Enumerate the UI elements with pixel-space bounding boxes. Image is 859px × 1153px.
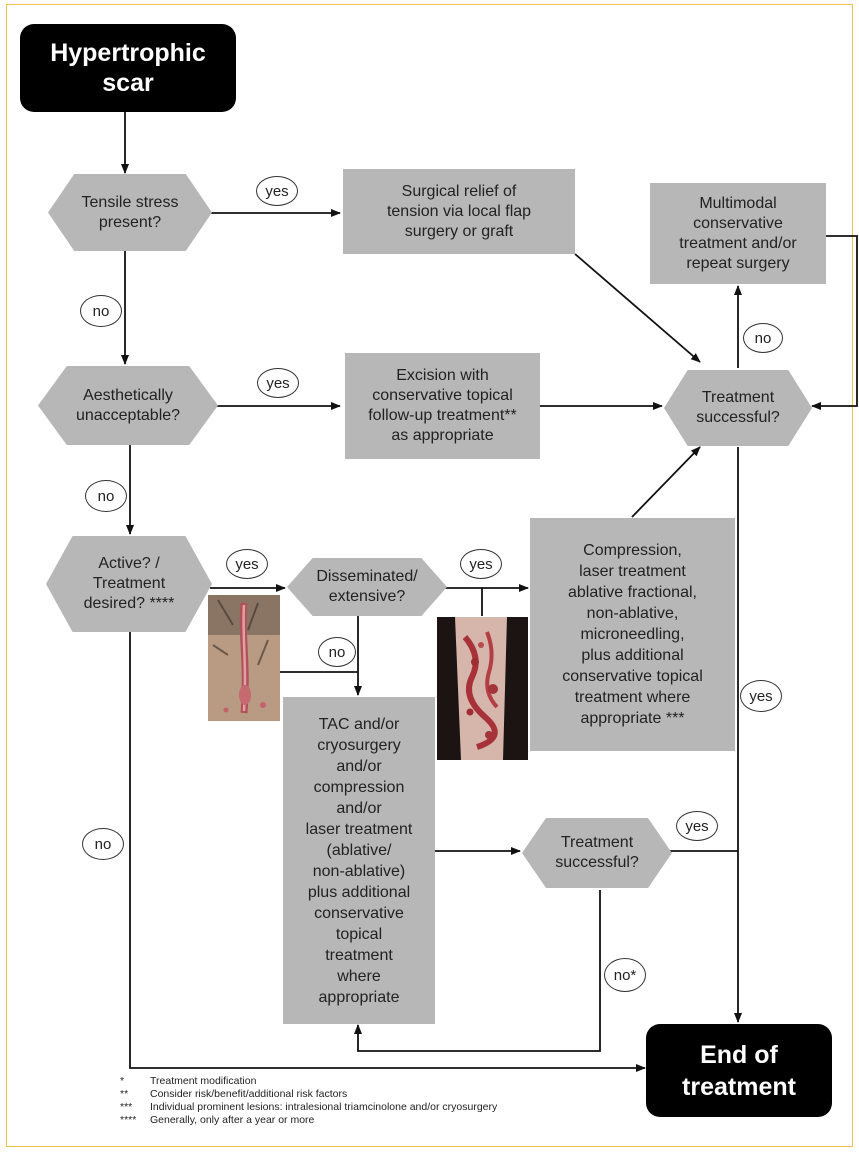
footnote-3: ***Individual prominent lesions: intrale… bbox=[120, 1101, 498, 1113]
scar-photo-chest bbox=[208, 595, 280, 721]
disseminated-decision: Disseminated/ extensive? bbox=[287, 558, 447, 616]
start-node: Hypertrophic scar bbox=[20, 24, 236, 112]
yes-label-aesthetic: yes bbox=[257, 368, 299, 398]
no-label-disseminated: no bbox=[318, 637, 356, 667]
footnote-1: *Treatment modification bbox=[120, 1075, 257, 1087]
multimodal-box: Multimodal conservative treatment and/or… bbox=[650, 183, 826, 284]
yes-label-success2: yes bbox=[676, 811, 718, 841]
no-label-active: no bbox=[82, 828, 124, 860]
scar-photo-leg bbox=[437, 617, 528, 760]
yes-label-disseminated: yes bbox=[460, 549, 502, 579]
tac-box: TAC and/or cryosurgery and/or compressio… bbox=[283, 697, 435, 1024]
active-decision: Active? / Treatment desired? **** bbox=[46, 536, 212, 632]
arrow-multimodal-success1 bbox=[811, 235, 858, 410]
treatment-success-decision-1: Treatment successful? bbox=[664, 370, 812, 446]
footnote-2: **Consider risk/benefit/additional risk … bbox=[120, 1088, 348, 1100]
arrow-active-end bbox=[129, 632, 646, 1072]
no-label-aesthetic: no bbox=[85, 480, 127, 512]
no-label-tensile: no bbox=[80, 295, 122, 327]
footnote-4: ****Generally, only after a year or more bbox=[120, 1114, 315, 1126]
treatment-success-decision-2: Treatment successful? bbox=[522, 818, 672, 888]
arrow-compression-success1 bbox=[631, 446, 701, 518]
no-label-success1: no bbox=[743, 323, 783, 353]
no-star-label-success2: no* bbox=[604, 958, 646, 992]
yes-label-active: yes bbox=[226, 549, 268, 579]
arrow-success2-tac bbox=[354, 890, 601, 1052]
compression-laser-box: Compression, laser treatment ablative fr… bbox=[530, 518, 735, 751]
tensile-stress-decision: Tensile stress present? bbox=[48, 174, 212, 251]
footnotes: *Treatment modification **Consider risk/… bbox=[120, 1075, 497, 1127]
yes-label-tensile: yes bbox=[256, 176, 298, 206]
arrow-surgical-success1 bbox=[574, 253, 701, 363]
figure-frame bbox=[6, 4, 853, 1147]
surgical-relief-box: Surgical relief of tension via local fla… bbox=[343, 169, 575, 254]
excision-box: Excision with conservative topical follo… bbox=[345, 353, 540, 459]
yes-label-success1-end: yes bbox=[740, 680, 782, 712]
end-node: End of treatment bbox=[646, 1024, 832, 1117]
aesthetic-decision: Aesthetically unacceptable? bbox=[38, 366, 218, 445]
